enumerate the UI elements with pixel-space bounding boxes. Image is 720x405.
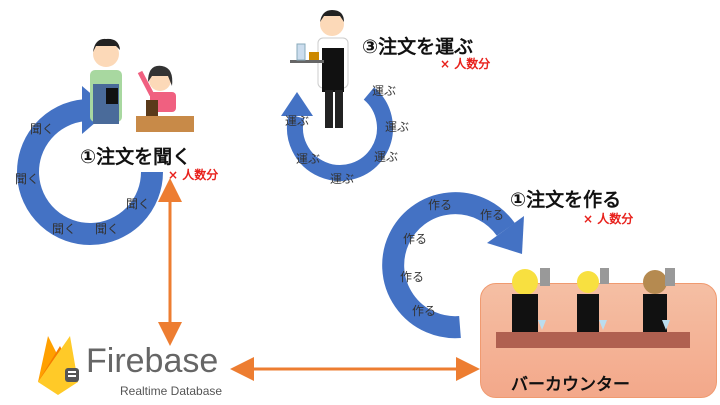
firebase-logo-icon	[38, 336, 79, 395]
waiter-taking-order-illustration	[90, 38, 194, 132]
loop-word: 作る	[403, 232, 428, 246]
bartenders-illustration	[496, 268, 690, 348]
make-loop-arrow	[382, 192, 524, 339]
step-listen-title: ①注文を聞く	[80, 146, 192, 168]
loop-word: 運ぶ	[372, 84, 397, 98]
loop-word: 運ぶ	[296, 152, 321, 166]
loop-word: 聞く	[52, 222, 77, 236]
loop-word: 作る	[400, 270, 425, 284]
loop-word: 聞く	[126, 197, 151, 211]
loop-word: 運ぶ	[285, 114, 310, 128]
firebase-product: Realtime Database	[120, 384, 223, 398]
loop-word: 聞く	[95, 222, 120, 236]
step-carry-multiplier: × 人数分	[440, 57, 491, 71]
firebase-name: Firebase	[86, 342, 219, 380]
loop-word: 聞く	[30, 122, 55, 136]
loop-word: 聞く	[15, 172, 40, 186]
step-make-multiplier: × 人数分	[583, 212, 634, 226]
loop-word: 運ぶ	[330, 172, 355, 186]
loop-word: 作る	[480, 208, 505, 222]
carry-loop-arrow	[281, 87, 393, 181]
bar-counter-label: バーカウンター	[511, 375, 630, 395]
step-carry-title: ③注文を運ぶ	[362, 36, 474, 58]
step-listen-multiplier: × 人数分	[168, 168, 219, 182]
waiter-carrying-illustration	[290, 10, 349, 128]
loop-word: 作る	[428, 198, 453, 212]
loop-word: 作る	[412, 304, 437, 318]
step-make-title: ①注文を作る	[510, 189, 622, 211]
loop-word: 運ぶ	[374, 150, 399, 164]
loop-word: 運ぶ	[385, 120, 410, 134]
